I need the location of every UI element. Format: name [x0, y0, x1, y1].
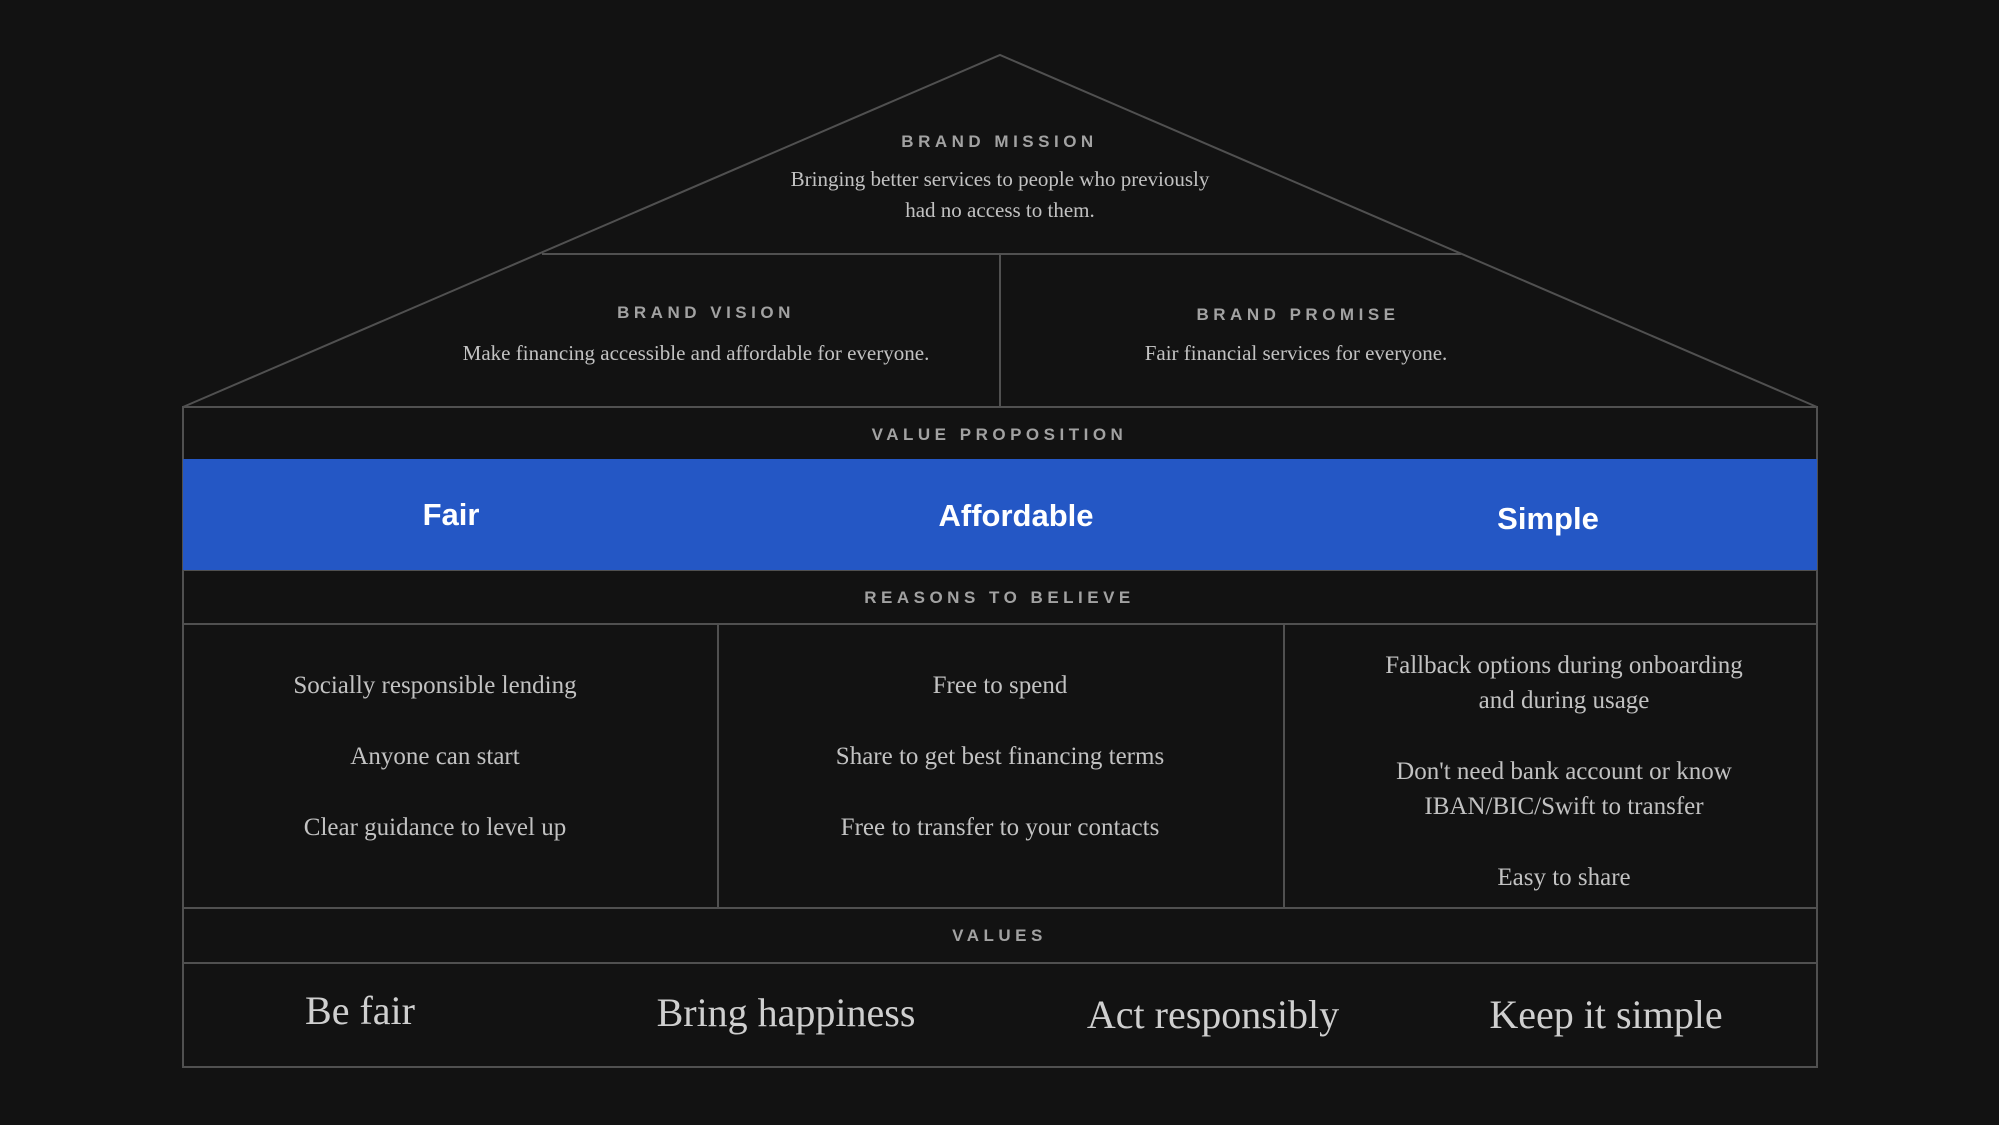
rtb-affordable-1: Free to spend	[932, 672, 1068, 699]
value-bring-happiness: Bring happiness	[656, 990, 916, 1035]
rtb-simple-1-line-1: Fallback options during onboarding	[1385, 652, 1743, 679]
rtb-fair-1: Socially responsible lending	[293, 672, 577, 699]
reasons-to-believe-label: REASONS TO BELIEVE	[864, 588, 1135, 607]
value-prop-simple: Simple	[1497, 501, 1599, 536]
rtb-affordable-2: Share to get best financing terms	[835, 743, 1165, 770]
brand-mission-text: Bringing better services to people who p…	[650, 164, 1350, 226]
value-prop-fair: Fair	[422, 497, 480, 532]
value-act-responsibly: Act responsibly	[1086, 992, 1340, 1037]
rtb-simple-1: Fallback options during onboarding and d…	[1344, 648, 1784, 718]
rtb-simple-2-line-1: Don't need bank account or know	[1396, 758, 1732, 785]
brand-promise-text: Fair financial services for everyone.	[1144, 341, 1448, 365]
brand-mission-label: BRAND MISSION	[901, 132, 1098, 151]
brand-promise-label: BRAND PROMISE	[1196, 305, 1400, 324]
rtb-fair-3: Clear guidance to level up	[303, 814, 567, 841]
brand-vision-label: BRAND VISION	[617, 303, 795, 322]
brand-mission-line-2: had no access to them.	[905, 198, 1095, 222]
roof-outline	[182, 53, 1818, 408]
value-keep-it-simple: Keep it simple	[1489, 992, 1723, 1037]
rtb-simple-2-line-2: IBAN/BIC/Swift to transfer	[1424, 793, 1704, 820]
brand-mission-line-1: Bringing better services to people who p…	[790, 167, 1210, 191]
value-proposition-band	[183, 459, 1817, 570]
value-proposition-label: VALUE PROPOSITION	[871, 425, 1128, 444]
rtb-simple-3: Easy to share	[1497, 864, 1631, 891]
value-prop-affordable: Affordable	[938, 498, 1094, 533]
rtb-fair-2: Anyone can start	[350, 743, 520, 770]
value-be-fair: Be fair	[305, 988, 415, 1033]
house-body	[182, 406, 1818, 1068]
rtb-simple-2: Don't need bank account or know IBAN/BIC…	[1344, 754, 1784, 824]
brand-vision-text: Make financing accessible and affordable…	[462, 341, 930, 365]
rtb-simple-1-line-2: and during usage	[1478, 687, 1650, 714]
rtb-affordable-3: Free to transfer to your contacts	[840, 814, 1160, 841]
values-label: VALUES	[952, 926, 1047, 945]
